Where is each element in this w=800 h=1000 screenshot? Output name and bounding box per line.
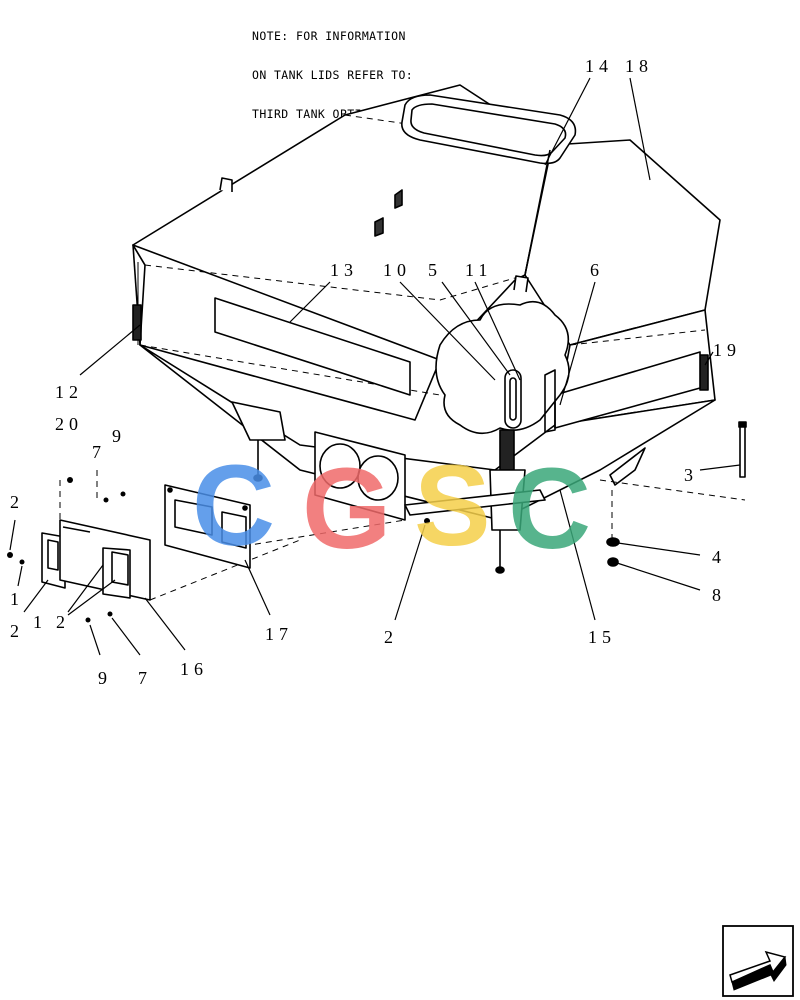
callout-19: 19 — [713, 340, 741, 360]
tank-tab — [374, 217, 384, 237]
callout-7: 7 — [92, 442, 106, 462]
hardware-bolts — [7, 477, 430, 623]
callout-16: 16 — [180, 659, 208, 679]
callout-2: 2 — [10, 492, 24, 512]
leader-lines — [9, 77, 741, 656]
callout-20: 20 — [55, 414, 83, 434]
callout-1: 1 — [33, 612, 47, 632]
watermark-letter: G — [302, 445, 391, 573]
watermark-letter: S — [414, 442, 491, 570]
callout-17: 17 — [265, 624, 293, 644]
part-16-adapter — [41, 519, 151, 601]
lifting-lug — [513, 275, 529, 293]
decal-panel-left — [214, 297, 411, 396]
callout-labels: 14 18 13 10 5 11 6 19 12 20 7 9 2 1 2 1 … — [10, 56, 741, 688]
callout-13: 13 — [330, 260, 358, 280]
watermark: C G S C — [192, 442, 591, 573]
lifting-lug — [219, 177, 233, 192]
callout-10: 10 — [383, 260, 411, 280]
auger-bracket — [544, 369, 556, 433]
watermark-letter: C — [508, 445, 591, 573]
callout-6: 6 — [590, 260, 604, 280]
part-15-bar — [404, 489, 546, 516]
tank-dashed-edge — [144, 264, 526, 301]
note-line-2: ON TANK LIDS REFER TO: — [252, 68, 414, 82]
part-3-pin — [738, 421, 747, 478]
callout-2: 2 — [384, 627, 398, 647]
tank-tab — [394, 189, 403, 209]
next-page-arrow-icon[interactable] — [722, 925, 794, 997]
tank-body — [59, 84, 746, 601]
callout-3: 3 — [684, 465, 698, 485]
auger-slot — [504, 369, 522, 429]
hopper-outlet-left — [231, 401, 286, 441]
callout-9: 9 — [98, 668, 112, 688]
callout-9: 9 — [112, 426, 126, 446]
part-8-nut — [607, 557, 619, 567]
callout-2: 2 — [10, 621, 24, 641]
tank-port-flange — [314, 431, 406, 521]
auger-slot — [509, 377, 517, 421]
part-4-washer — [606, 537, 620, 547]
callout-5: 5 — [428, 260, 442, 280]
callout-11: 11 — [465, 260, 492, 280]
note-line-1: NOTE: FOR INFORMATION — [252, 29, 406, 43]
callout-18: 18 — [625, 56, 653, 76]
tank-latch — [699, 354, 709, 391]
part-17-flange — [164, 484, 251, 569]
callout-2: 2 — [56, 612, 70, 632]
callout-1: 1 — [10, 589, 24, 609]
callout-8: 8 — [712, 585, 726, 605]
callout-4: 4 — [712, 547, 726, 567]
watermark-letter: C — [192, 442, 275, 570]
callout-12: 12 — [55, 382, 83, 402]
callout-7: 7 — [138, 668, 152, 688]
tank-dashed-edge — [569, 329, 706, 346]
tank-latch — [132, 304, 142, 341]
callout-14: 14 — [585, 56, 613, 76]
callout-15: 15 — [588, 627, 616, 647]
